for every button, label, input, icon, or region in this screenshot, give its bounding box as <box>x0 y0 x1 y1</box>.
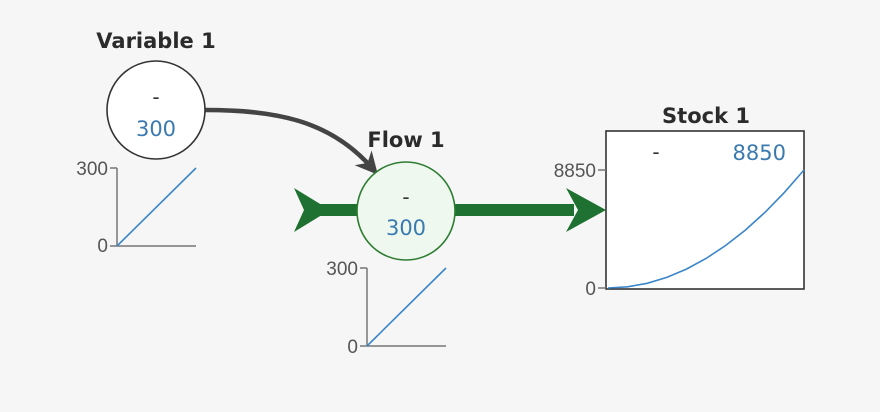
stock-ticks <box>598 169 606 289</box>
flow-pipe[interactable] <box>294 188 606 232</box>
variable-circle[interactable] <box>106 60 206 160</box>
flow-node[interactable]: Flow 1 - 300 <box>356 128 456 261</box>
flow-unit: - <box>402 185 409 209</box>
flow-source-arrowhead <box>294 188 330 232</box>
stock-value: 8850 <box>733 141 786 165</box>
flow-ytick-max: 300 <box>326 259 358 280</box>
flow-sparkline: 300 0 <box>326 259 447 358</box>
stock-node[interactable]: Stock 1 - 8850 8850 0 <box>554 104 805 300</box>
flow-series-line <box>366 267 447 347</box>
variable-value: 300 <box>136 117 176 141</box>
stock-unit: - <box>652 140 659 164</box>
variable-ytick-max: 300 <box>76 159 108 180</box>
flow-pipe-in <box>318 204 358 216</box>
variable-series-line <box>116 167 197 247</box>
flow-pipe-out <box>454 204 574 216</box>
variable-node[interactable]: Variable 1 - 300 <box>96 29 216 160</box>
stock-box[interactable] <box>605 130 805 290</box>
link-arrow[interactable] <box>204 107 378 175</box>
flow-ytick-min: 0 <box>347 337 358 358</box>
stock-ytick-min: 0 <box>585 279 596 300</box>
variable-sparkline: 300 0 <box>76 159 197 257</box>
flow-target-arrowhead <box>566 188 606 232</box>
stock-ytick-max: 8850 <box>554 161 596 182</box>
variable-unit: - <box>152 85 159 109</box>
variable-ytick-min: 0 <box>97 236 108 257</box>
flow-title: Flow 1 <box>367 128 444 152</box>
flow-value: 300 <box>386 216 426 240</box>
stock-series-line <box>607 169 805 289</box>
variable-title: Variable 1 <box>96 29 215 53</box>
flow-circle[interactable] <box>356 161 456 261</box>
stock-title: Stock 1 <box>662 104 750 128</box>
